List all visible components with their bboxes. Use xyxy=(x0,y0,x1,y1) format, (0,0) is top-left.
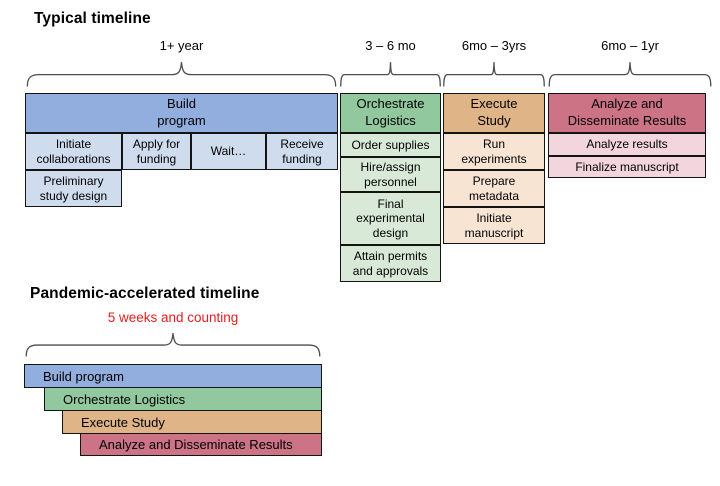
duration-label-build: 1+ year xyxy=(159,38,204,53)
task-attain-permits-approvals: Attain permits and approvals xyxy=(340,245,441,282)
accelerated-duration-label: 5 weeks and counting xyxy=(107,310,239,325)
bar-analyze-disseminate: Analyze and Disseminate Results xyxy=(80,433,322,456)
task-order-supplies: Order supplies xyxy=(340,133,441,157)
typical-title: Typical timeline xyxy=(34,10,151,27)
bar-build-program: Build program xyxy=(24,364,322,388)
curly-brace-execute xyxy=(443,60,545,86)
curly-brace-build xyxy=(25,60,338,86)
bar-execute-study: Execute Study xyxy=(62,410,322,434)
curly-brace-orchestrate xyxy=(340,60,441,86)
duration-label-orchestrate: 3 – 6 mo xyxy=(365,38,416,53)
task-apply-for-funding: Apply for funding xyxy=(122,133,191,170)
bar-orchestrate-logistics: Orchestrate Logistics xyxy=(44,387,322,411)
task-final-experimental-design: Final experimental design xyxy=(340,192,441,245)
task-preliminary-study-design: Preliminary study design xyxy=(25,170,122,207)
task-finalize-manuscript: Finalize manuscript xyxy=(548,156,706,178)
task-run-experiments: Run experiments xyxy=(443,133,545,170)
task-initiate-collaborations: Initiate collaborations xyxy=(25,133,122,170)
task-analyze-results: Analyze results xyxy=(548,133,706,156)
duration-label-execute: 6mo – 3yrs xyxy=(461,38,527,53)
curly-brace-analyze xyxy=(548,60,712,86)
phase-header-orchestrate-logistics: Orchestrate Logistics xyxy=(340,93,441,133)
phase-header-build-program: Build program xyxy=(25,93,338,133)
task-wait: Wait… xyxy=(191,133,266,170)
task-prepare-metadata: Prepare metadata xyxy=(443,170,545,207)
task-initiate-manuscript: Initiate manuscript xyxy=(443,207,545,244)
phase-header-analyze-disseminate: Analyze and Disseminate Results xyxy=(548,93,706,133)
accelerated-title: Pandemic-accelerated timeline xyxy=(30,285,260,302)
phase-header-execute-study: Execute Study xyxy=(443,93,545,133)
duration-label-analyze: 6mo – 1yr xyxy=(601,38,659,53)
task-receive-funding: Receive funding xyxy=(266,133,338,170)
task-hire-assign-personnel: Hire/assign personnel xyxy=(340,157,441,192)
curly-brace-accelerated xyxy=(24,331,322,356)
